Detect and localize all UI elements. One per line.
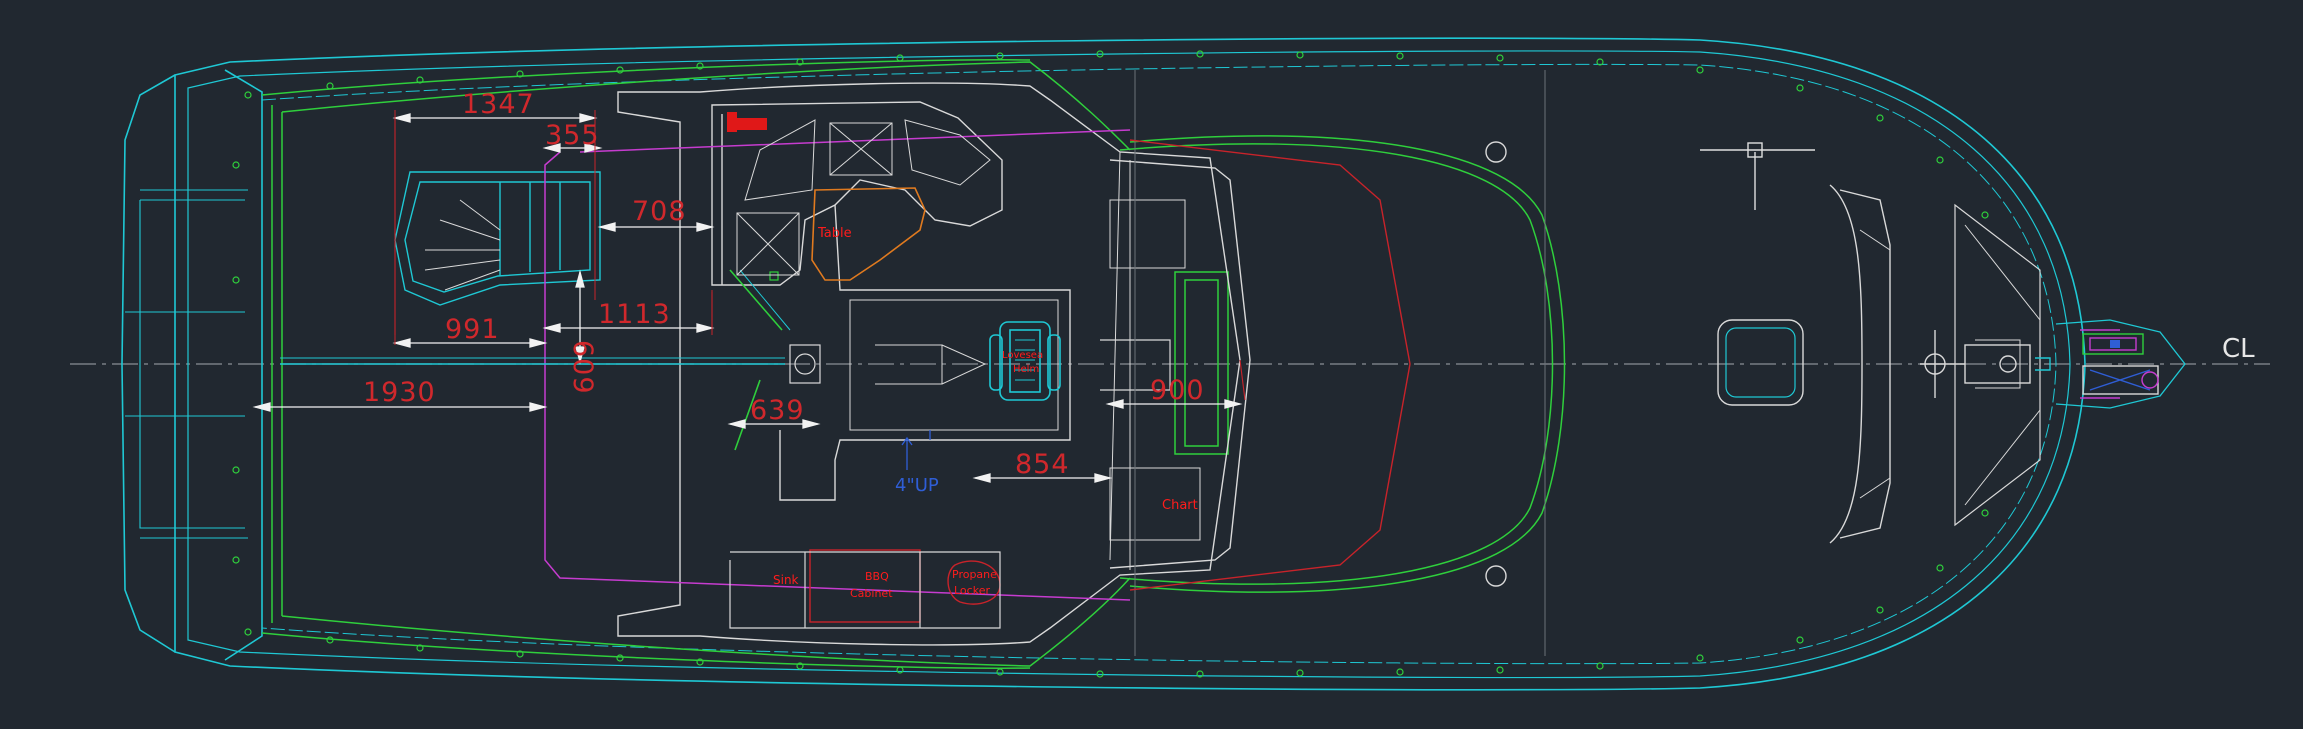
- label-helm-seat-1: Lovesea: [1002, 350, 1043, 361]
- steering-column: [280, 269, 821, 451]
- label-up-arrow: 4"UP: [895, 475, 939, 496]
- stair-steps: [424, 199, 501, 291]
- label-sink: Sink: [773, 573, 799, 587]
- label-bbq-1: BBQ: [865, 570, 889, 583]
- dimension-1113: 1113: [598, 299, 671, 330]
- dimension-labels: 1347 355 708 991 609 1113 1930 639 854 9…: [363, 89, 1205, 480]
- bow-fitting: [2082, 333, 2159, 395]
- spiral-stair: [394, 171, 601, 306]
- interior-outlines: [617, 70, 2041, 656]
- outer-hull: [121, 37, 2186, 691]
- label-propane-1: Propane: [952, 568, 997, 581]
- dimension-1347: 1347: [462, 89, 535, 120]
- dimension-854: 854: [1015, 449, 1070, 480]
- dimension-900: 900: [1150, 375, 1205, 406]
- dimension-1930: 1930: [363, 377, 436, 408]
- label-propane-2: Locker: [954, 584, 990, 597]
- dimension-639: 639: [750, 395, 805, 426]
- propane-locker: [947, 560, 1001, 605]
- galley-counter: [729, 551, 1001, 629]
- deck-bulwark: [261, 59, 1566, 669]
- dimension-355: 355: [545, 120, 600, 151]
- routing-line: [544, 129, 2120, 601]
- cabin-boxes: [736, 119, 991, 276]
- dimension-991: 991: [445, 314, 500, 345]
- windlass: [1920, 330, 2051, 398]
- label-bbq-2: Cabinet: [850, 587, 893, 600]
- table-outline: [811, 187, 926, 281]
- label-chart: Chart: [1162, 498, 1198, 513]
- dimension-609: 609: [567, 340, 598, 395]
- label-centerline: CL: [2222, 334, 2255, 364]
- dimension-lines: [252, 110, 1243, 483]
- helm-seat: [989, 321, 1061, 401]
- up-arrow-marker: [901, 430, 931, 470]
- label-helm-seat-2: Helm: [1013, 364, 1039, 375]
- label-table: Table: [817, 226, 852, 241]
- dimension-708: 708: [632, 196, 687, 227]
- room-labels: Table Lovesea Helm Chart Sink BBQ Cabine…: [773, 226, 2255, 600]
